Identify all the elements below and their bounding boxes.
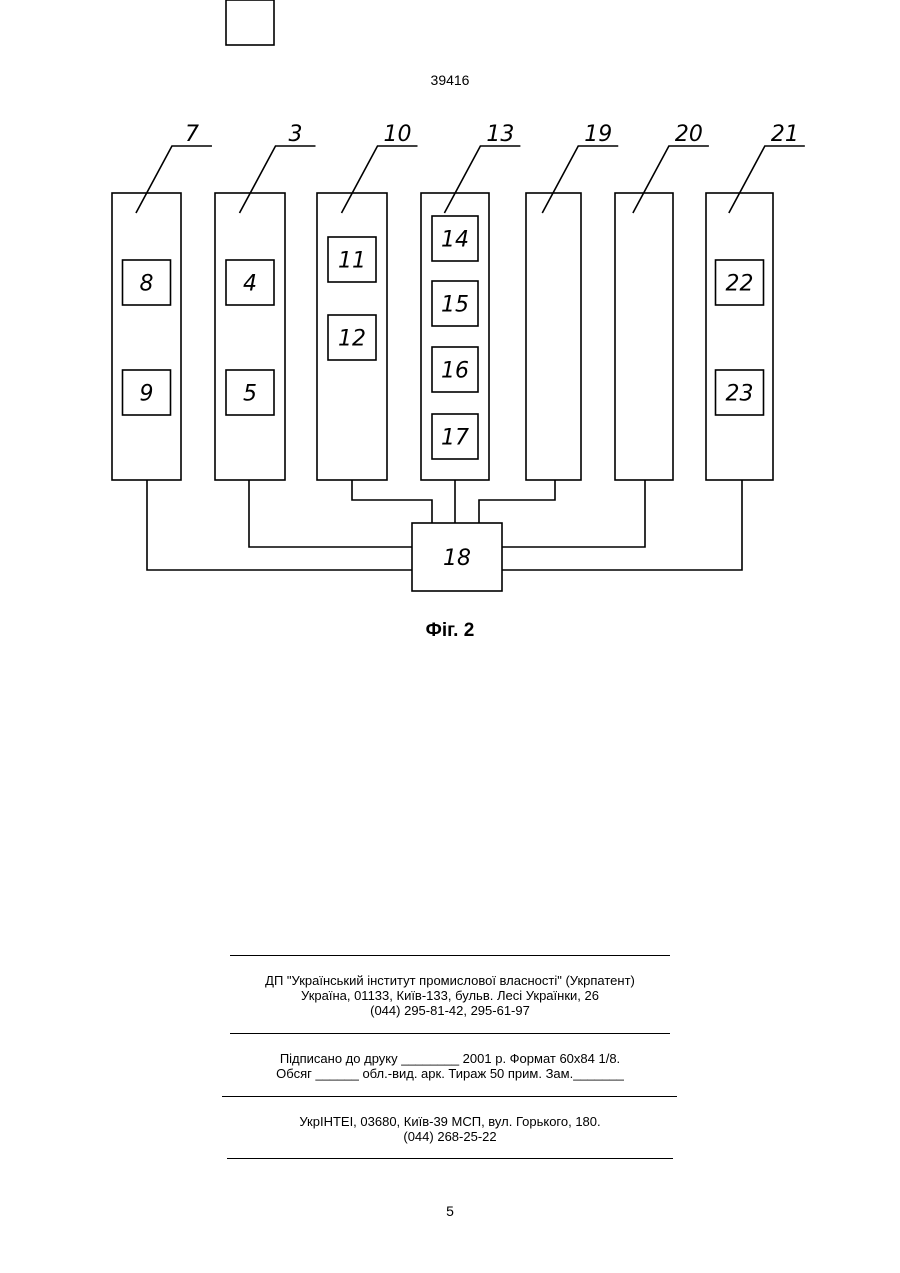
central-block-label: 18 bbox=[443, 546, 471, 571]
leader-line bbox=[444, 146, 520, 213]
column-frame bbox=[215, 193, 285, 480]
figure-caption: Фіг. 2 bbox=[0, 620, 900, 642]
printer-block: УкрІНТЕІ, 03680, Київ-39 МСП, вул. Горьк… bbox=[0, 1114, 900, 1144]
column-13: 13 14 15 16 17 bbox=[421, 122, 520, 480]
element-label-23: 23 bbox=[726, 382, 754, 407]
block-diagram: 7 8 9 3 4 5 6 10 11 12 13 14 15 16 17 19 20 21 22 23 18 bbox=[0, 0, 900, 660]
publisher-block: ДП "Український інститут промислової вла… bbox=[0, 973, 900, 1018]
publisher-line-1: ДП "Український інститут промислової вла… bbox=[0, 973, 900, 988]
wire-3-18 bbox=[249, 480, 412, 547]
leader-line bbox=[729, 146, 805, 213]
leader-line bbox=[136, 146, 212, 213]
column-19: 19 bbox=[526, 122, 618, 480]
divider-4 bbox=[227, 1158, 673, 1159]
element-label-16: 16 bbox=[441, 359, 469, 384]
leader-line bbox=[633, 146, 709, 213]
leader-line bbox=[240, 146, 316, 213]
element-label-12: 12 bbox=[338, 327, 366, 352]
column-label: 10 bbox=[384, 122, 412, 147]
print-info-line-1: Підписано до друку ________ 2001 р. Форм… bbox=[0, 1051, 900, 1066]
column-label: 20 bbox=[675, 122, 703, 147]
print-info-line-2: Обсяг ______ обл.-вид. арк. Тираж 50 при… bbox=[0, 1066, 900, 1081]
element-label-9: 9 bbox=[140, 382, 154, 407]
wire-19-18 bbox=[479, 480, 555, 523]
column-label: 3 bbox=[289, 122, 303, 147]
divider-1 bbox=[230, 955, 670, 956]
wire-10-18 bbox=[352, 480, 432, 523]
central-block: 18 bbox=[412, 523, 502, 591]
element-label-15: 15 bbox=[441, 293, 469, 318]
column-20: 20 bbox=[615, 122, 709, 480]
printer-line-2: (044) 268-25-22 bbox=[0, 1129, 900, 1144]
element-label-8: 8 bbox=[140, 272, 154, 297]
print-info-block: Підписано до друку ________ 2001 р. Форм… bbox=[0, 1051, 900, 1081]
element-label-17: 17 bbox=[441, 426, 469, 451]
element-label-6: 6 bbox=[243, 0, 257, 6]
column-label: 13 bbox=[486, 122, 514, 147]
element-label-4: 4 bbox=[243, 272, 257, 297]
element-label-11: 11 bbox=[338, 249, 366, 274]
publisher-line-2: Україна, 01133, Київ-133, бульв. Лесі Ук… bbox=[0, 988, 900, 1003]
wire-7-18 bbox=[147, 480, 412, 570]
element-box-6 bbox=[226, 0, 274, 45]
publisher-line-3: (044) 295-81-42, 295-61-97 bbox=[0, 1003, 900, 1018]
column-frame bbox=[615, 193, 673, 480]
divider-3 bbox=[222, 1096, 677, 1097]
column-label: 21 bbox=[771, 122, 799, 147]
divider-2 bbox=[230, 1033, 670, 1034]
column-frame bbox=[112, 193, 181, 480]
column-frame bbox=[706, 193, 773, 480]
wire-21-18 bbox=[502, 480, 742, 570]
column-label: 19 bbox=[584, 122, 612, 147]
column-10: 10 11 12 bbox=[317, 122, 418, 480]
element-label-22: 22 bbox=[726, 272, 754, 297]
column-7: 7 8 9 bbox=[112, 122, 212, 480]
element-label-5: 5 bbox=[243, 382, 257, 407]
element-label-14: 14 bbox=[441, 228, 469, 253]
leader-line bbox=[342, 146, 418, 213]
printer-line-1: УкрІНТЕІ, 03680, Київ-39 МСП, вул. Горьк… bbox=[0, 1114, 900, 1129]
wire-20-18 bbox=[502, 480, 645, 547]
page-number: 5 bbox=[0, 1203, 900, 1219]
column-frame bbox=[526, 193, 581, 480]
column-3: 3 4 5 6 bbox=[215, 0, 316, 480]
column-21: 21 22 23 bbox=[706, 122, 805, 480]
column-label: 7 bbox=[185, 122, 199, 147]
